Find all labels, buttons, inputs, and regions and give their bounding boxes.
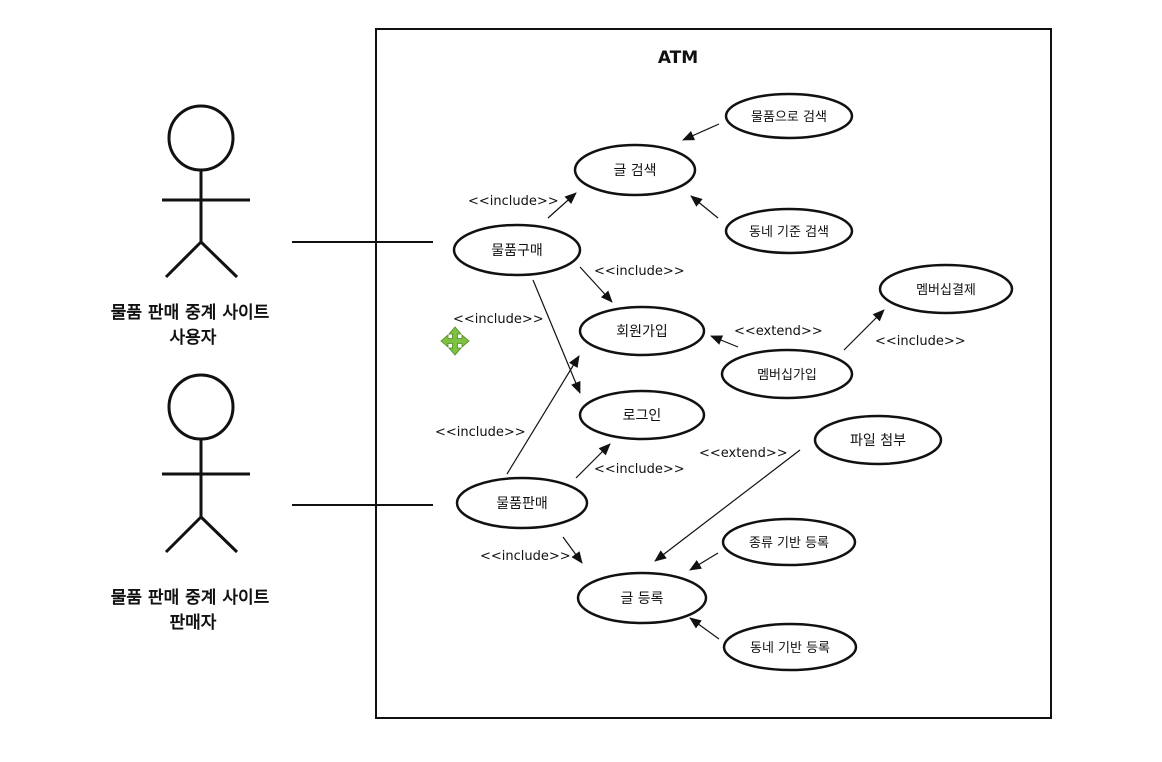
usecase-membership-payment[interactable] [878,263,1014,315]
usecase-neighborhood-register[interactable] [722,622,858,672]
rel-neighborhood-search [690,195,719,219]
usecase-membership-join[interactable] [720,348,854,400]
usecase-label: 파일 첨부 [850,433,906,449]
usecase-search-post[interactable] [573,143,697,197]
rel-buy-login [532,279,581,394]
usecase-file-attach[interactable] [813,414,943,466]
rel-category-post [689,552,719,571]
rel-membership-payment [843,309,885,351]
usecase-label: 물품으로 검색 [751,110,827,125]
rel-label-include: <<include>> [453,312,544,327]
usecase-label: 글 검색 [613,163,656,179]
actor-buyer-label-line1: 물품 판매 중계 사이트 [111,303,270,323]
actor-seller[interactable] [162,373,250,554]
rel-label-extend: <<extend>> [699,446,788,461]
rel-item-search [682,123,720,141]
rel-label-extend: <<extend>> [734,324,823,339]
usecase-label: 종류 기반 등록 [749,536,829,551]
usecase-label: 동네 기반 등록 [750,641,830,656]
rel-sell-signup [506,355,580,475]
actor-seller-label-line2: 판매자 [170,613,217,633]
rel-sell-login [575,443,611,479]
rel-buy-signup [579,266,613,303]
actor-seller-label-line1: 물품 판매 중계 사이트 [111,588,270,608]
usecase-label: 동네 기준 검색 [749,225,829,240]
rel-buy-search [547,192,577,219]
usecase-label: 멤버십결제 [916,283,976,298]
rel-file-post [654,449,801,562]
rel-label-include: <<include>> [468,194,559,209]
usecase-sign-up[interactable] [578,305,706,357]
usecase-category-register[interactable] [721,517,857,567]
usecase-post-register[interactable] [576,571,708,625]
rel-label-include: <<include>> [480,549,571,564]
usecase-search-by-neighborhood[interactable] [724,207,854,255]
usecase-buy-item[interactable] [452,223,582,277]
system-title: ATM [658,48,698,68]
actor-buyer[interactable] [162,104,250,279]
usecase-label: 로그인 [623,408,662,424]
move-icon [440,326,470,356]
usecase-sell-item[interactable] [455,476,589,530]
usecase-label: 물품판매 [496,496,548,512]
actor-buyer-label-line2: 사용자 [170,328,217,348]
rel-label-include: <<include>> [435,425,526,440]
usecase-label: 글 등록 [620,591,663,607]
rel-label-include: <<include>> [594,264,685,279]
usecase-login[interactable] [578,389,706,441]
rel-label-include: <<include>> [594,462,685,477]
usecase-label: 멤버십가입 [757,368,817,383]
usecase-search-by-item[interactable] [724,92,854,140]
rel-sell-post [562,536,583,564]
system-boundary [375,28,1052,719]
usecase-label: 물품구매 [491,243,543,259]
rel-membership-signup [710,335,739,348]
usecase-label: 회원가입 [616,324,668,340]
rel-label-include: <<include>> [875,334,966,349]
rel-neighborhood-post [689,617,720,640]
